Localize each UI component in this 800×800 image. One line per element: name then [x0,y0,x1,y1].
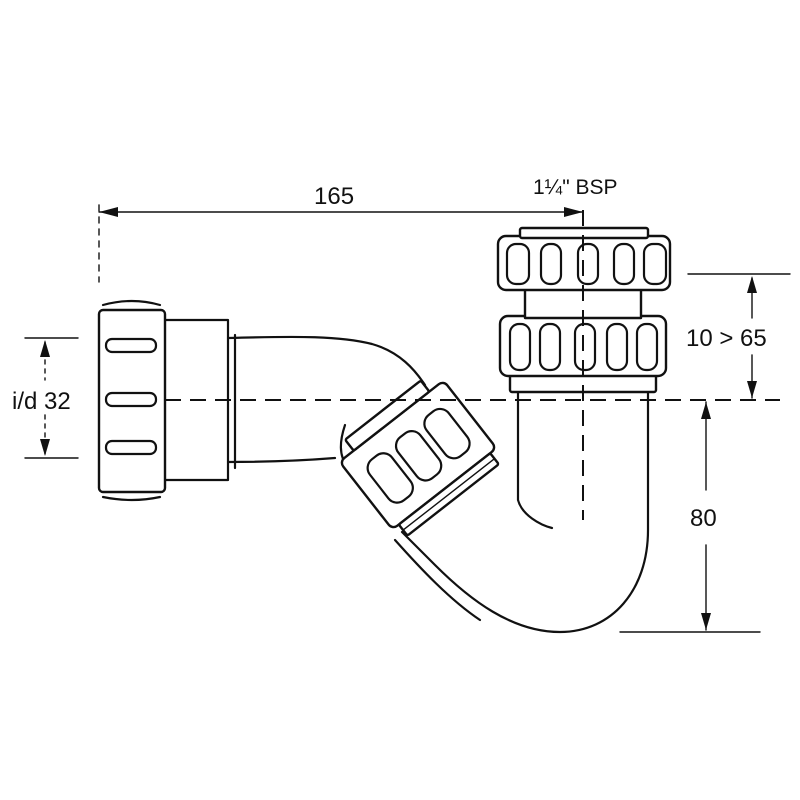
dimension-id32 [24,337,79,459]
inlet-nut [97,299,167,502]
dimension-80 [619,401,761,633]
center-lines [165,210,780,520]
dimension-165-label: 165 [314,183,354,210]
trap-body [393,388,650,634]
dimension-165 [98,204,584,283]
diagonal-nut [340,380,500,537]
dimension-id32-label: i/d 32 [12,388,71,415]
thread-size-label: 1¼" BSP [533,176,618,199]
dimension-adjust-label: 10 > 65 [686,325,767,352]
outlet-lower-nut [498,314,668,394]
dimension-adjust [687,273,791,399]
dimension-80-label: 80 [690,505,717,532]
